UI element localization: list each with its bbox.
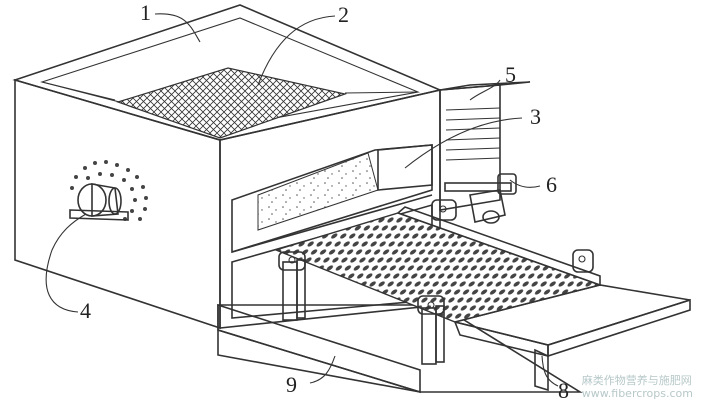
label-3: 3 bbox=[530, 104, 541, 129]
vibration-assembly bbox=[444, 173, 517, 224]
base-plate bbox=[217, 303, 583, 394]
watermark-line-1: 麻类作物营养与施肥网 bbox=[581, 374, 692, 387]
vent-dots bbox=[70, 160, 148, 221]
watermark: 麻类作物营养与施肥网 www.fibercrops.com bbox=[582, 374, 693, 400]
outlet-chute bbox=[453, 284, 691, 392]
leader-lines bbox=[45, 13, 559, 387]
motor bbox=[69, 160, 148, 221]
rear-housing bbox=[439, 81, 531, 211]
label-6: 6 bbox=[546, 172, 557, 197]
support-legs bbox=[278, 199, 594, 365]
label-5: 5 bbox=[505, 62, 516, 87]
label-2: 2 bbox=[338, 2, 349, 27]
top-mesh-screen bbox=[116, 67, 348, 139]
label-8: 8 bbox=[558, 378, 569, 403]
label-1: 1 bbox=[140, 0, 151, 25]
label-9: 9 bbox=[286, 372, 297, 397]
label-4: 4 bbox=[80, 298, 91, 323]
watermark-line-2: www.fibercrops.com bbox=[581, 387, 693, 400]
main-box bbox=[12, 4, 443, 330]
